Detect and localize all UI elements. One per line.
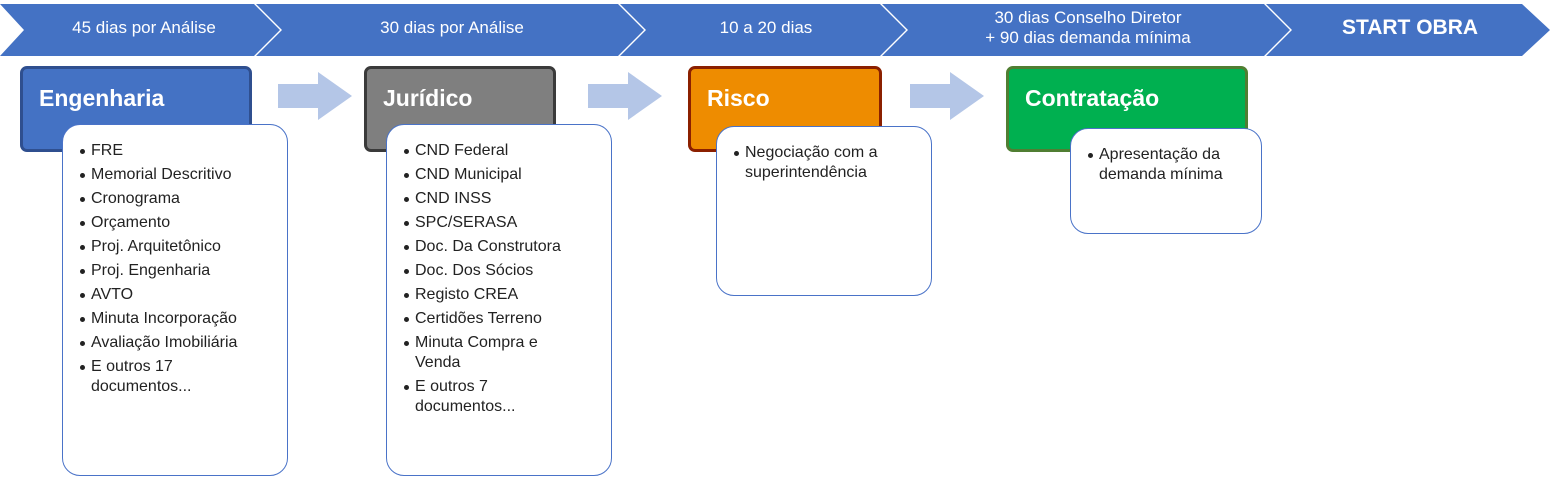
- stage-title: Jurídico: [383, 85, 473, 111]
- timeline-step-3-shape: [620, 4, 906, 56]
- timeline-step-5-shape: [1266, 4, 1550, 56]
- list-item: Certidões Terreno: [404, 309, 601, 329]
- list-item: SPC/SERASA: [404, 213, 601, 233]
- list-item: CND Federal: [404, 141, 601, 161]
- document-list-engenharia: FRE Memorial Descritivo Cronograma Orçam…: [62, 124, 288, 476]
- list-item: CND INSS: [404, 189, 601, 209]
- list-item: CND Municipal: [404, 165, 601, 185]
- document-list-risco: Negociação com a superintendência: [716, 126, 932, 296]
- timeline-chevrons: [0, 4, 1550, 56]
- timeline-step-2-shape: [256, 4, 644, 56]
- arrow-right-icon: [588, 72, 662, 120]
- timeline-label-start-obra: START OBRA: [1341, 16, 1479, 39]
- list-item: Avaliação Imobiliária: [80, 333, 277, 353]
- list-item: Registo CREA: [404, 285, 601, 305]
- list-item: Cronograma: [80, 189, 277, 209]
- timeline-label-risco: 10 a 20 dias: [719, 18, 813, 37]
- timeline-label-juridico: 30 dias por Análise: [380, 18, 524, 37]
- list-item: Doc. Da Construtora: [404, 237, 601, 257]
- stage-title: Risco: [707, 85, 770, 111]
- list-item: Memorial Descritivo: [80, 165, 277, 185]
- list-item: Negociação com a superintendência: [734, 143, 921, 183]
- list-item: Proj. Arquitetônico: [80, 237, 277, 257]
- arrow-right-icon: [278, 72, 352, 120]
- stage-title: Engenharia: [39, 85, 165, 111]
- list-item: FRE: [80, 141, 277, 161]
- list-item: Minuta Incorporação: [80, 309, 277, 329]
- timeline-label-engenharia: 45 dias por Análise: [72, 18, 216, 37]
- document-list-contratacao: Apresentação da demanda mínima: [1070, 128, 1262, 234]
- list-item: Orçamento: [80, 213, 277, 233]
- timeline-step-4-shape: [882, 4, 1290, 56]
- timeline-label-contratacao: 30 dias Conselho Diretor + 90 dias deman…: [985, 8, 1191, 47]
- list-item: Doc. Dos Sócios: [404, 261, 601, 281]
- stage-title: Contratação: [1025, 85, 1160, 111]
- arrow-right-icon: [910, 72, 984, 120]
- document-list-juridico: CND Federal CND Municipal CND INSS SPC/S…: [386, 124, 612, 476]
- list-item: Minuta Compra e Venda: [404, 333, 565, 373]
- list-item: Apresentação da demanda mínima: [1088, 145, 1249, 185]
- list-item: E outros 17 documentos...: [80, 357, 201, 397]
- list-item: Proj. Engenharia: [80, 261, 277, 281]
- list-item: AVTO: [80, 285, 277, 305]
- list-item: E outros 7 documentos...: [404, 377, 535, 417]
- timeline-step-1-shape: [0, 4, 280, 56]
